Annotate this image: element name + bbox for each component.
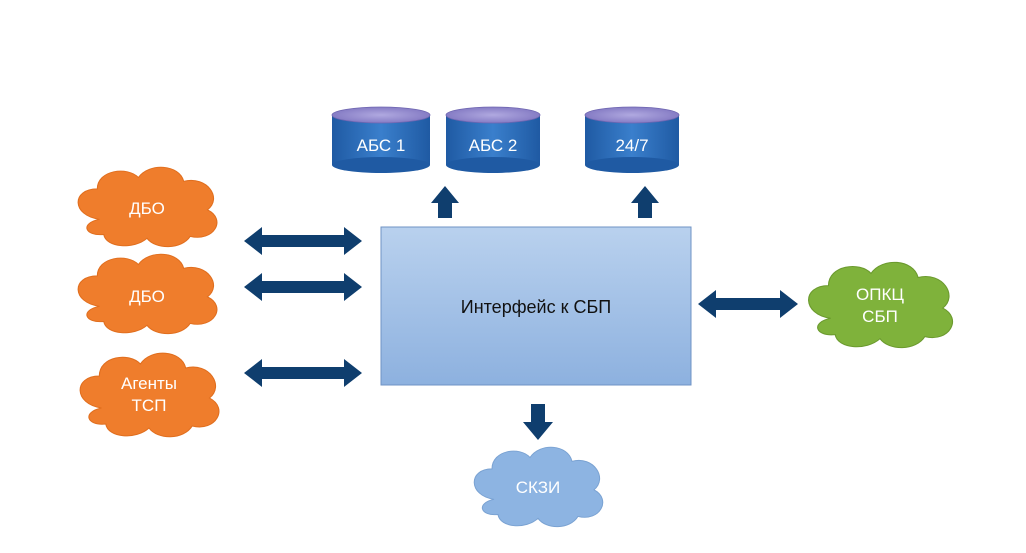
double-arrow-opkc [698,290,798,318]
database-abs-1: АБС 1 [331,106,431,173]
arrow-up-to-abs [431,186,459,218]
database-247: 24/7 [584,106,680,173]
arrow-down-to-skzi [523,404,553,440]
cloud-opkc-sbp-label-line-1: ОПКЦ [856,285,904,304]
double-arrow-agents [244,359,362,387]
cloud-agents-tsp: Агенты ТСП [79,352,220,438]
database-abs-1-label: АБС 1 [357,136,406,155]
double-arrow-dbo-2 [244,273,362,301]
sbp-interface-box: Интерфейс к СБП [380,226,692,386]
cloud-dbo-1-label: ДБО [129,199,165,218]
cloud-dbo-2-label: ДБО [129,287,165,306]
sbp-interface-label: Интерфейс к СБП [461,297,611,317]
cloud-skzi-label: СКЗИ [516,478,560,497]
cloud-agents-tsp-label-line-1: Агенты [121,374,177,393]
cloud-opkc-sbp: ОПКЦ СБП [808,261,954,349]
cloud-dbo-2: ДБО [77,253,218,335]
database-247-label: 24/7 [615,136,648,155]
arrow-up-to-247 [631,186,659,218]
cloud-skzi: СКЗИ [473,446,604,528]
cloud-opkc-sbp-label-line-2: СБП [862,307,898,326]
double-arrow-dbo-1 [244,227,362,255]
database-abs-2-label: АБС 2 [469,136,518,155]
database-abs-2: АБС 2 [445,106,541,173]
cloud-dbo-1: ДБО [77,166,218,248]
cloud-agents-tsp-label-line-2: ТСП [132,396,167,415]
